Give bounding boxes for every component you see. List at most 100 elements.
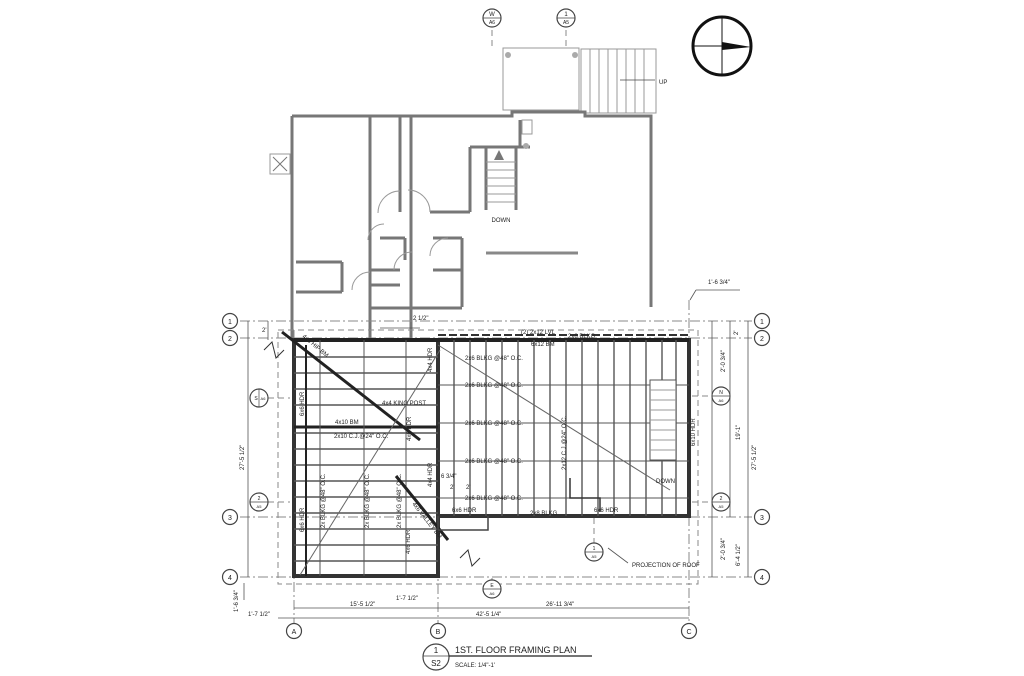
section-tag-2-left[interactable]: 2 A5 bbox=[249, 492, 290, 512]
blkg-col-2-label: 2x BLKG @48" O.C. bbox=[365, 473, 371, 528]
blkg-row-5-label: 2x6 BLKG @48" O.C. bbox=[465, 496, 523, 502]
section-tag-1-top-sheet: A5 bbox=[563, 20, 569, 26]
section-tag-1-top[interactable]: 1 A5 bbox=[556, 8, 576, 50]
section-tag-n[interactable]: N A6 bbox=[692, 386, 731, 406]
hdr-4x4-mid-label: 4x4 HDR bbox=[428, 462, 434, 487]
blkg-row-3-label: 2x6 BLKG @48" O.C. bbox=[465, 421, 523, 427]
up-label: UP bbox=[659, 80, 667, 86]
grid-row-1-left[interactable]: 1 bbox=[221, 312, 239, 330]
section-tag-2-right[interactable]: 2 A5 bbox=[692, 492, 731, 512]
dim-two-half: 2 1/2" bbox=[413, 316, 428, 322]
dim-bottom-15: 15'-5 1/2" bbox=[350, 602, 375, 608]
hdr-4x6-mid-label: 4x6 HDR bbox=[407, 416, 413, 441]
framing-area bbox=[263, 329, 699, 585]
section-tag-1-bottom[interactable]: 1 A5 bbox=[584, 518, 604, 562]
grid-row-3-right[interactable]: 3 bbox=[753, 508, 771, 526]
lvl-label: (2) 2x12 LVL bbox=[521, 330, 556, 336]
dim-two-a: 2' bbox=[450, 485, 454, 491]
drawing-title: 1ST. FLOOR FRAMING PLAN bbox=[455, 645, 577, 655]
blkg-2x8-top-label: 2x8 BLKG bbox=[568, 334, 596, 340]
section-tag-2-left-sheet: A5 bbox=[257, 504, 263, 509]
dim-left-2: 2' bbox=[262, 328, 266, 334]
dim-left-low: 1'-6 3/4" bbox=[234, 590, 240, 612]
hdr-6x6-left-label: 6x6 HDR bbox=[300, 391, 306, 416]
blkg-col-1-label: 2x BLKG @48" O.C. bbox=[321, 473, 327, 528]
dim-bottom-total: 42'-5 1/4" bbox=[476, 612, 501, 618]
grid-row-4-right-label: 4 bbox=[760, 575, 764, 582]
dim-right-2: 2' bbox=[734, 331, 740, 335]
dim-right-2-0-3-4: 2'-0 3/4" bbox=[721, 350, 727, 372]
hdr-6x6-left-low-label: 6x6 HDR bbox=[300, 507, 306, 532]
grid-row-1-left-label: 1 bbox=[228, 319, 232, 326]
dim-two-b: 2' bbox=[466, 485, 470, 491]
detail-number: 1 bbox=[434, 646, 439, 655]
section-tag-w[interactable]: W A6 bbox=[482, 8, 502, 50]
section-tag-2-right-sheet: A5 bbox=[719, 504, 725, 509]
grid-row-1-right[interactable]: 1 bbox=[753, 312, 771, 330]
section-tag-1-bottom-sheet: A5 bbox=[592, 554, 598, 559]
north-arrow-icon bbox=[691, 15, 753, 77]
grid-row-4-right[interactable]: 4 bbox=[753, 568, 771, 586]
grid-col-c-label: C bbox=[686, 629, 691, 636]
grid-col-b[interactable]: B bbox=[429, 622, 447, 640]
section-tag-n-id: N bbox=[719, 390, 723, 396]
grid-row-2-left-label: 2 bbox=[228, 336, 232, 343]
joist-right-label: 2x12 C.J.@24" O.C. bbox=[562, 415, 568, 470]
hdr-4x6-low-label: 4x6 HDR bbox=[406, 529, 412, 554]
blkg-col-3-label: 2x BLKG @48" O.C. bbox=[397, 473, 403, 528]
section-tag-e[interactable]: E A6 bbox=[482, 578, 502, 599]
grid-row-3-right-label: 3 bbox=[760, 515, 764, 522]
drawing-scale: SCALE: 1/4"-1' bbox=[455, 663, 495, 669]
section-tag-2-right-id: 2 bbox=[720, 496, 723, 502]
section-tag-e-id: E bbox=[490, 583, 494, 589]
dim-right-low-2-0-3-4: 2'-0 3/4" bbox=[721, 538, 727, 560]
section-tag-n-sheet: A6 bbox=[719, 398, 725, 403]
section-tag-s-id: S bbox=[254, 396, 258, 402]
title-block: 1 S2 1ST. FLOOR FRAMING PLAN SCALE: 1/4"… bbox=[422, 643, 592, 671]
hdr-4x4-top-label: 4x4 HDR bbox=[428, 347, 434, 372]
section-tag-1-bottom-id: 1 bbox=[593, 546, 596, 552]
section-tag-1-top-id: 1 bbox=[564, 12, 568, 18]
hdr-6x6-low-label: 6x6 HDR bbox=[452, 508, 477, 514]
blkg-row-1-label: 2x6 BLKG @48" O.C. bbox=[465, 356, 523, 362]
grid-col-c[interactable]: C bbox=[680, 622, 698, 640]
stair-down-label: DOWN bbox=[492, 218, 511, 224]
grid-row-2-right-label: 2 bbox=[760, 336, 764, 343]
dim-bottom-26: 26'-11 3/4" bbox=[546, 602, 574, 608]
blkg-2x8-bottom-label: 2x8 BLKG bbox=[530, 511, 558, 517]
joist-left-label: 2x10 C.J.@24" O.C. bbox=[334, 434, 389, 440]
hdr-6x10-label: 6x10 HDR bbox=[691, 418, 697, 446]
section-tag-e-sheet: A6 bbox=[490, 591, 496, 596]
plan-down-label: DOWN bbox=[656, 479, 675, 485]
grid-col-a[interactable]: A bbox=[285, 622, 303, 640]
grid-row-2-left[interactable]: 2 bbox=[221, 329, 239, 347]
section-tag-w-id: W bbox=[489, 12, 495, 18]
section-tag-s[interactable]: S A6 bbox=[249, 388, 290, 408]
projection-label: PROJECTION OF ROOF bbox=[632, 563, 700, 569]
section-tag-2-left-id: 2 bbox=[258, 496, 261, 502]
dim-six-three-quarter: 6 3/4" bbox=[441, 474, 456, 480]
bm-4x10-label: 4x10 BM bbox=[335, 420, 359, 426]
dimension-lines: 1'-6 3/4" 2 1/2" 2' 27'-5 1/2" 1'-6 3/4"… bbox=[234, 280, 758, 619]
dim-right-19-1: 19'-1" bbox=[736, 425, 742, 440]
grid-row-3-left-label: 3 bbox=[228, 515, 232, 522]
dim-top-right: 1'-6 3/4" bbox=[708, 280, 730, 286]
grid-row-4-left[interactable]: 4 bbox=[221, 568, 239, 586]
grid-row-4-left-label: 4 bbox=[228, 575, 232, 582]
section-tag-w-sheet: A6 bbox=[489, 20, 495, 26]
grid-row-2-right[interactable]: 2 bbox=[753, 329, 771, 347]
blkg-row-4-label: 2x6 BLKG @48" O.C. bbox=[465, 459, 523, 465]
grid-col-b-label: B bbox=[436, 629, 441, 636]
upper-floor-plan: UP bbox=[269, 47, 667, 338]
grid-row-3-left[interactable]: 3 bbox=[221, 508, 239, 526]
grid-row-1-right-label: 1 bbox=[760, 319, 764, 326]
dim-left-total: 27'-5 1/2" bbox=[240, 445, 246, 470]
dim-bottom-1-7-mid: 1'-7 1/2" bbox=[396, 596, 418, 602]
sheet-number: S2 bbox=[431, 659, 441, 668]
dim-right-total: 27'-5 1/2" bbox=[752, 445, 758, 470]
king-post-label: 4x4 KING POST bbox=[382, 401, 426, 407]
grid-col-a-label: A bbox=[292, 629, 297, 636]
dim-right-6-4: 6'-4 1/2" bbox=[736, 544, 742, 566]
section-tag-s-sheet: A6 bbox=[261, 396, 267, 401]
